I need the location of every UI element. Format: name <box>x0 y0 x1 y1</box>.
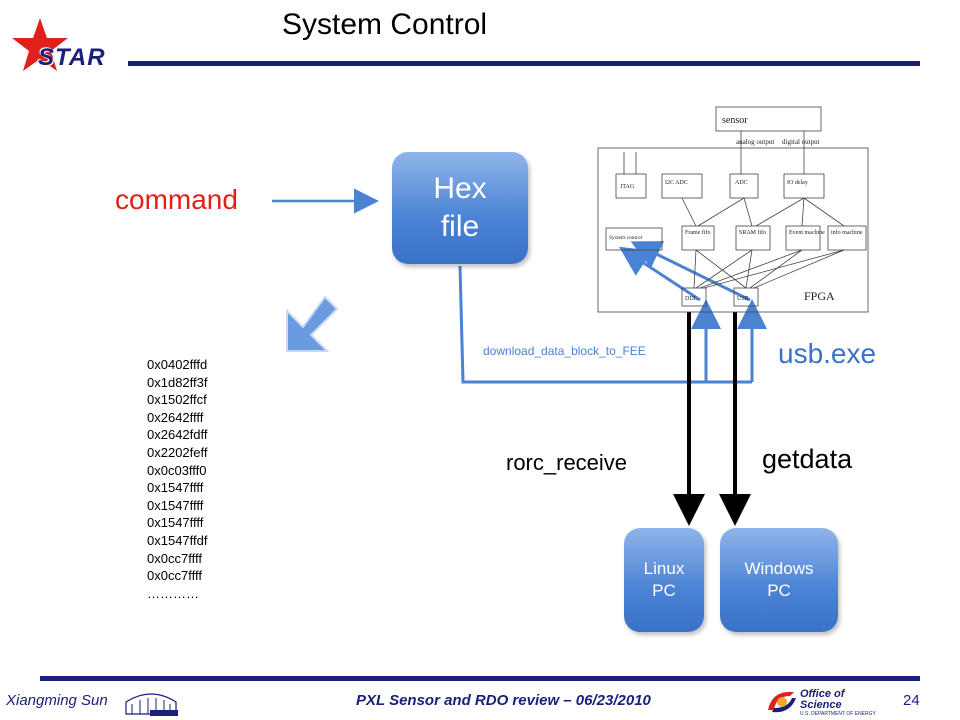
fpga-block-label: ADC <box>735 180 748 186</box>
hex-file-box: Hex file <box>392 152 528 264</box>
list-item: 0x1547ffff <box>147 497 204 513</box>
office-line2: Science <box>800 699 842 711</box>
list-item: 0x0cc7ffff <box>147 568 202 584</box>
windows-box-line1: Windows <box>744 559 814 578</box>
list-item: 0x2642ffff <box>147 409 204 425</box>
author-name: Xiangming Sun <box>6 692 108 709</box>
fpga-block-label: IO delay <box>787 180 808 186</box>
office-of-science-logo: Office of Science <box>800 689 844 711</box>
fpga-block-label: I2C ADC <box>665 180 688 186</box>
fpga-diagram: sensor analog output digital output JTAG… <box>597 106 869 313</box>
usb-exe-label: usb.exe <box>778 338 877 369</box>
fpga-digital-label: digital output <box>782 138 820 146</box>
list-item: 0x2202feff <box>147 444 208 460</box>
fpga-block-label: Event machine <box>789 230 825 236</box>
slide-title: System Control <box>282 8 488 41</box>
download-path-line <box>458 265 752 384</box>
list-item: 0x1502ffcf <box>147 392 207 408</box>
download-label: download_data_block_to_FEE <box>483 344 646 358</box>
linux-box-line1: Linux <box>643 559 685 578</box>
fpga-block-label: info machine <box>831 229 863 236</box>
header-rule <box>128 61 920 66</box>
list-item: 0x0402fffd <box>147 357 208 372</box>
list-item: ………… <box>147 585 199 601</box>
rorc-receive-label: rorc_receive <box>506 450 628 475</box>
event-title: PXL Sensor and RDO review – 06/23/2010 <box>356 692 651 709</box>
lab-logo-icon <box>125 693 178 716</box>
fpga-block-label: Frame fifo <box>685 229 711 236</box>
star-icon <box>12 18 68 71</box>
office-line1: Office of <box>800 688 845 700</box>
doe-logo-icon <box>768 691 796 713</box>
hex-box-line2: file <box>440 210 480 243</box>
fpga-block-label: USB <box>737 296 749 302</box>
list-item: 0x1d82ff3f <box>147 374 208 390</box>
down-left-arrow-icon <box>286 295 339 352</box>
windows-box-line2: PC <box>767 581 791 600</box>
list-item: 0x0cc7ffff <box>147 550 202 566</box>
list-item: 0x1547ffff <box>147 515 204 531</box>
getdata-label: getdata <box>762 444 853 474</box>
command-label: command <box>115 184 238 215</box>
list-item: 0x2642fdff <box>147 427 208 443</box>
footer-rule <box>40 676 920 681</box>
linux-box-line2: PC <box>652 581 676 600</box>
hex-box-line1: Hex <box>433 172 487 205</box>
page-number: 24 <box>903 692 920 709</box>
doe-subtitle: U.S. DEPARTMENT OF ENERGY <box>800 711 876 717</box>
fpga-block-label: DDL <box>685 296 698 302</box>
list-item: 0x1547ffdf <box>147 532 208 548</box>
fpga-analog-label: analog output <box>736 138 774 146</box>
list-item: 0x1547ffff <box>147 480 204 496</box>
fpga-sensor-label: sensor <box>722 115 748 126</box>
fpga-block-label: SRAM fifo <box>739 229 766 236</box>
usb-to-sysctrl-arrow <box>630 241 751 302</box>
list-item: 0x0c03fff0 <box>147 462 207 478</box>
fpga-block-label: System control <box>609 235 643 241</box>
hex-value-list: 0x0402fffd 0x1d82ff3f 0x1502ffcf 0x2642f… <box>147 356 207 602</box>
star-logo-text: STAR <box>38 44 106 71</box>
fpga-block-label: JTAG <box>620 184 635 190</box>
fpga-label: FPGA <box>804 289 835 303</box>
